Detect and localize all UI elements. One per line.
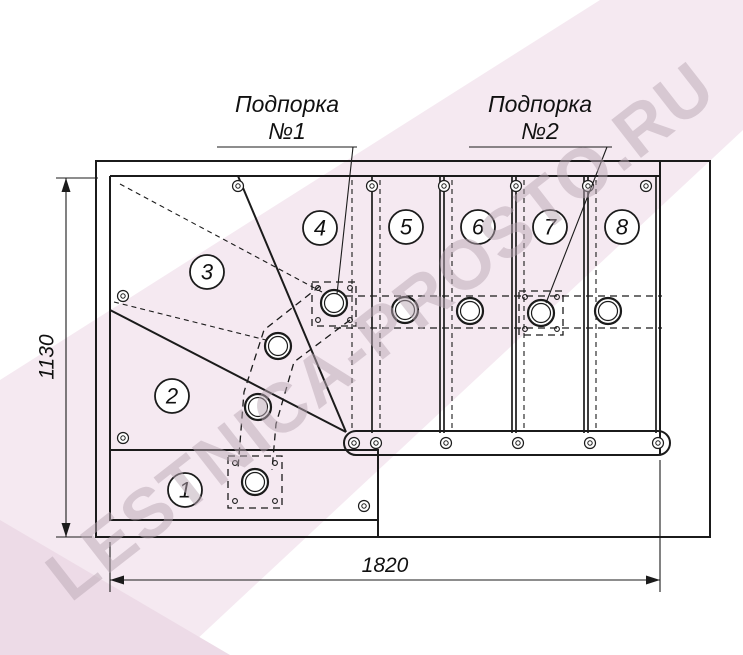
plate-screw-icon bbox=[347, 285, 353, 291]
step-4-label: 4 bbox=[314, 216, 326, 241]
plate-screw-icon bbox=[554, 326, 560, 332]
arrowhead bbox=[61, 178, 71, 192]
dimension-height: 1130 bbox=[35, 177, 98, 538]
support-post bbox=[455, 296, 485, 326]
arrowhead bbox=[61, 523, 71, 537]
plate-screw-icon bbox=[554, 294, 560, 300]
winder-section bbox=[109, 175, 379, 537]
fastener-icon bbox=[509, 179, 523, 193]
support-post-1 bbox=[319, 288, 349, 318]
step-number-2: 2 bbox=[154, 378, 190, 414]
support1-label-line1: Подпорка bbox=[235, 91, 339, 117]
hidden-edge-dashed-lines bbox=[113, 180, 662, 471]
fastener-icon bbox=[369, 436, 383, 450]
step-8-label: 8 bbox=[616, 215, 629, 240]
fastener-icon bbox=[357, 499, 371, 513]
support-post bbox=[390, 295, 420, 325]
dimension-length: 1820 bbox=[109, 460, 661, 592]
fastener-icon bbox=[116, 431, 130, 445]
step-3-label: 3 bbox=[201, 260, 214, 285]
mounting-plate-support2 bbox=[518, 290, 564, 336]
support-post-2 bbox=[526, 298, 556, 328]
step-number-5: 5 bbox=[388, 209, 424, 245]
straight-flight-treads bbox=[371, 176, 657, 433]
dimension-length-value: 1820 bbox=[362, 554, 409, 577]
fastener-icon bbox=[116, 289, 130, 303]
step-number-6: 6 bbox=[460, 209, 496, 245]
support2-leader-line bbox=[545, 146, 608, 304]
fastener-icon bbox=[511, 436, 525, 450]
fastener-icon bbox=[583, 436, 597, 450]
dimension-height-value: 1130 bbox=[35, 334, 58, 379]
step-6-label: 6 bbox=[472, 215, 485, 240]
support1-callout: Подпорка №1 bbox=[217, 91, 357, 295]
support-post bbox=[243, 392, 273, 422]
step-7-label: 7 bbox=[544, 215, 557, 240]
mounting-plate-step1 bbox=[227, 455, 283, 509]
plate-outline bbox=[518, 290, 564, 336]
plate-screw-icon bbox=[232, 498, 238, 504]
winder-edge-step2-3 bbox=[109, 309, 347, 433]
support-posts bbox=[240, 288, 623, 497]
step-1-label: 1 bbox=[179, 478, 191, 503]
step-number-4: 4 bbox=[302, 210, 338, 246]
plate-screw-icon bbox=[522, 326, 528, 332]
fastener-icon bbox=[651, 436, 665, 450]
arrowhead bbox=[110, 575, 124, 585]
support2-callout: Подпорка №2 bbox=[469, 91, 612, 304]
plate-outline bbox=[311, 281, 357, 327]
support-post bbox=[263, 331, 293, 361]
support1-leader-line bbox=[336, 146, 354, 295]
step-number-1: 1 bbox=[167, 472, 203, 508]
winder-stringer-edge bbox=[237, 285, 321, 469]
support2-label-line2: №2 bbox=[521, 118, 559, 144]
plate-screw-icon bbox=[272, 460, 278, 466]
hidden-winder-edge bbox=[119, 183, 323, 293]
hidden-winder-edge bbox=[113, 301, 267, 341]
fastener-icon bbox=[231, 179, 245, 193]
arrowhead bbox=[646, 575, 660, 585]
plate-screw-icon bbox=[315, 285, 321, 291]
outer-wall-outline bbox=[95, 160, 711, 538]
plate-screw-icon bbox=[272, 498, 278, 504]
support-post bbox=[240, 467, 270, 497]
winder-edge-step3-4 bbox=[237, 175, 347, 433]
plate-screw-icon bbox=[232, 460, 238, 466]
fastener-icon bbox=[347, 436, 361, 450]
support-post bbox=[593, 296, 623, 326]
bottom-stringer-beam bbox=[343, 430, 671, 456]
fastener-icon bbox=[439, 436, 453, 450]
wash-bottom-left bbox=[0, 520, 230, 655]
plate-screw-icon bbox=[522, 294, 528, 300]
step-number-7: 7 bbox=[532, 209, 568, 245]
support2-label-line1: Подпорка bbox=[488, 91, 592, 117]
plate-outline bbox=[227, 455, 283, 509]
step-5-label: 5 bbox=[400, 215, 413, 240]
step-numbers: 1 2 3 4 5 6 7 8 bbox=[154, 209, 640, 508]
fastener-icon bbox=[365, 179, 379, 193]
fastener-icon bbox=[437, 179, 451, 193]
step-number-8: 8 bbox=[604, 209, 640, 245]
plate-screw-icon bbox=[315, 317, 321, 323]
plate-screw-icon bbox=[347, 317, 353, 323]
support1-label-line2: №1 bbox=[268, 118, 306, 144]
plan-geometry: 1 2 3 4 5 6 7 8 Подпорка №1 Подпорка №2 bbox=[35, 91, 711, 592]
step-number-3: 3 bbox=[189, 254, 225, 290]
fastener-icon bbox=[639, 179, 653, 193]
step-2-label: 2 bbox=[165, 384, 178, 409]
mounting-plate-support1 bbox=[311, 281, 357, 327]
winder-stringer-edge bbox=[271, 319, 351, 471]
